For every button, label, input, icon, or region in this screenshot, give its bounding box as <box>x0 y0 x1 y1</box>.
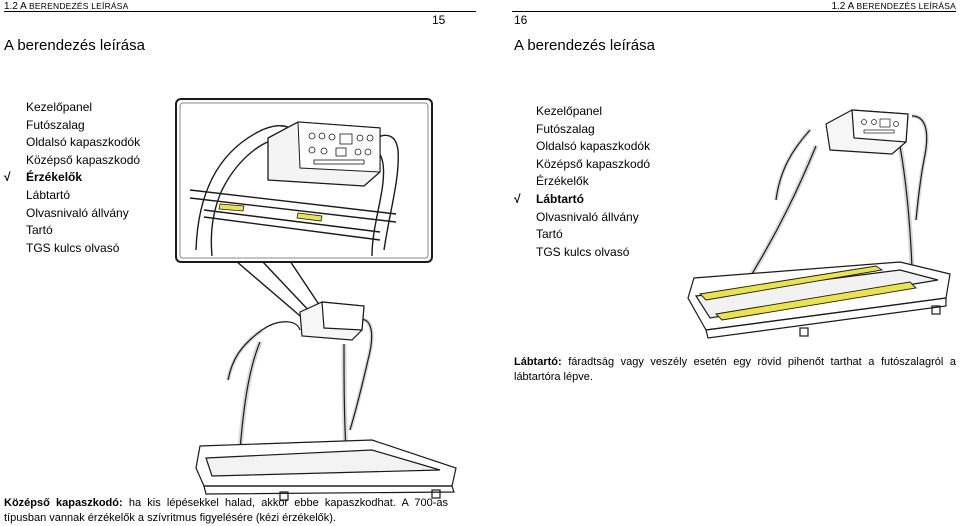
list-item-label: Tartó <box>536 227 563 242</box>
running-header: 1.2 A BERENDEZÉS LEÍRÁSA <box>4 0 476 12</box>
list-item-oldalso-kapaszkodok: Oldalsó kapaszkodók <box>26 134 140 152</box>
list-item-label: Tartó <box>26 223 53 238</box>
list-item-tarto: Tartó <box>536 226 650 244</box>
list-item-oldalso-kapaszkodok: Oldalsó kapaszkodók <box>536 138 650 156</box>
list-item-futoszalag: Futószalag <box>26 117 140 135</box>
list-item-label: TGS kulcs olvasó <box>26 240 120 255</box>
list-item-tgs-kulcs-olvaso: TGS kulcs olvasó <box>536 244 650 262</box>
treadmill-footrest-illustration <box>687 109 951 339</box>
page-number: 16 <box>514 13 528 27</box>
running-header: 1.2 A BERENDEZÉS LEÍRÁSA <box>512 0 956 12</box>
list-item-tgs-kulcs-olvaso: TGS kulcs olvasó <box>26 240 140 258</box>
header-smallcaps: BERENDEZÉS LEÍRÁSA <box>856 1 956 11</box>
check-mark-icon: √ <box>514 191 521 206</box>
list-item-label: Lábtartó <box>536 191 584 206</box>
list-item-olvasnivalo-allvany: Olvasnivaló állvány <box>26 205 140 223</box>
check-mark-icon: √ <box>4 170 11 185</box>
hand-sensor-left <box>218 203 245 212</box>
description-text: Középső kapaszkodó: ha kis lépésekkel ha… <box>4 496 448 526</box>
list-item-label: Érzékelők <box>26 170 83 185</box>
footrest-left-highlight <box>699 265 884 301</box>
list-item-label: Középső kapaszkodó <box>26 152 141 167</box>
component-list: Kezelőpanel Futószalag Oldalsó kapaszkod… <box>4 99 140 258</box>
list-item-tarto: Tartó <box>26 222 140 240</box>
list-item-label: Olvasnivaló állvány <box>26 205 129 220</box>
list-item-futoszalag: Futószalag <box>536 121 650 139</box>
list-item-label: Oldalsó kapaszkodók <box>536 139 651 154</box>
footrest-right-highlight <box>715 281 917 321</box>
list-item-label: Lábtartó <box>26 187 71 202</box>
description-text: Lábtartó: fáradtság vagy veszély esetén … <box>514 355 956 385</box>
list-item-labtarto: Lábtartó <box>26 187 140 205</box>
treadmill-drawing <box>195 301 457 501</box>
list-item-label: TGS kulcs olvasó <box>536 244 630 259</box>
list-item-olvasnivalo-allvany: Olvasnivaló állvány <box>536 209 650 227</box>
list-item-kezelopanel: Kezelőpanel <box>26 99 140 117</box>
list-item-label: Kezelőpanel <box>26 100 93 114</box>
list-item-label: Oldalsó kapaszkodók <box>26 135 141 150</box>
description-term: Lábtartó: <box>514 356 562 368</box>
list-item-kezelopanel: Kezelőpanel <box>536 103 650 121</box>
treadmill-sensors-illustration <box>175 98 457 501</box>
list-item-label: Középső kapaszkodó <box>536 156 651 171</box>
page-title: A berendezés leírása <box>4 37 145 54</box>
list-item-label: Kezelőpanel <box>536 104 603 118</box>
component-list: Kezelőpanel Futószalag Oldalsó kapaszkod… <box>514 103 650 262</box>
list-item-kozepso-kapaszkodo: Középső kapaszkodó <box>26 152 140 170</box>
list-item-label: Futószalag <box>536 121 595 136</box>
list-item-label: Érzékelők <box>536 174 589 189</box>
list-item-label: Futószalag <box>26 117 85 132</box>
description-body: ha kis lépésekkel halad, akkor ebbe kapa… <box>4 497 448 524</box>
list-item-erzekelok: Érzékelők <box>536 173 650 191</box>
description-term: Középső kapaszkodó: <box>4 497 123 509</box>
page-number: 15 <box>432 13 446 27</box>
header-smallcaps: BERENDEZÉS LEÍRÁSA <box>29 1 129 11</box>
list-item-labtarto: √ Lábtartó <box>514 191 650 209</box>
list-item-erzekelok: √ Érzékelők <box>4 169 140 187</box>
left-page: 1.2 A BERENDEZÉS LEÍRÁSA 15 A berendezés… <box>0 0 480 524</box>
list-item-label: Olvasnivaló állvány <box>536 209 639 224</box>
right-page: 1.2 A BERENDEZÉS LEÍRÁSA 16 A berendezés… <box>480 0 960 524</box>
page-title: A berendezés leírása <box>514 37 655 54</box>
console-panel <box>267 121 381 187</box>
zoom-callout <box>175 98 433 263</box>
header-prefix: 1.2 A <box>831 1 857 12</box>
description-body: fáradtság vagy veszély esetén egy rövid … <box>514 356 956 383</box>
list-item-kozepso-kapaszkodo: Középső kapaszkodó <box>536 156 650 174</box>
header-prefix: 1.2 A <box>4 1 30 12</box>
hand-sensor-right <box>296 212 323 222</box>
